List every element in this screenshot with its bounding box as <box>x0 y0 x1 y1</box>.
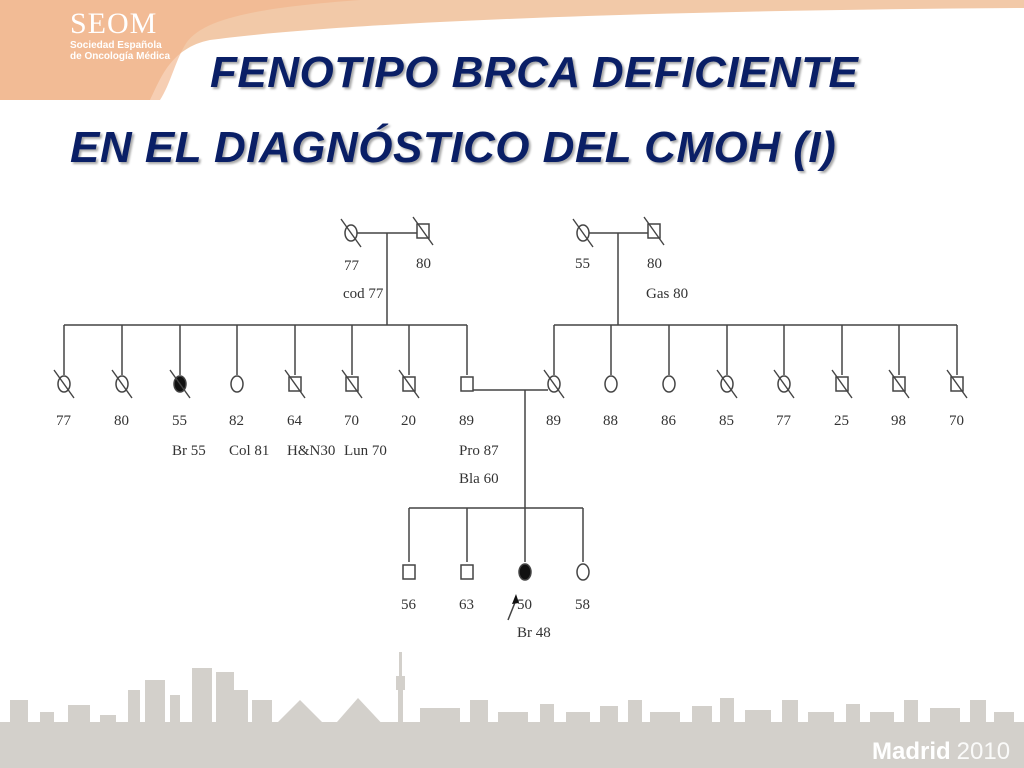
maternal-sibling-6-age: 25 <box>834 413 849 429</box>
footer-year: 2010 <box>956 738 1011 765</box>
maternal-sibling-2-age: 88 <box>603 413 618 429</box>
child-3-proband-arrowhead <box>512 594 519 604</box>
header-band <box>0 0 1024 100</box>
maternal-sibling-1-deceased-slash <box>543 369 565 399</box>
seom-logo: SEOM Sociedad Española de Oncología Médi… <box>70 7 171 63</box>
paternal-sibling-3-deceased-slash <box>169 369 191 399</box>
paternal-sibling-6-note: Lun 70 <box>344 443 387 459</box>
logo-line-1: Sociedad Española <box>70 40 162 51</box>
footer-city: Madrid <box>872 738 951 765</box>
paternal-sibling-5-deceased-slash <box>284 369 306 399</box>
slide-title-line-2: EN EL DIAGNÓSTICO DEL CMOH (I) <box>70 123 837 172</box>
maternal-sibling-7-deceased-slash <box>888 369 910 399</box>
paternal-sibling-4-circle <box>230 375 244 393</box>
logo-line-2: de Oncología Médica <box>70 51 171 62</box>
maternal-sibling-7-age: 98 <box>891 413 906 429</box>
maternal-grandfather-note: Gas 80 <box>646 286 688 302</box>
paternal-sibling-4-age: 82 <box>229 413 244 429</box>
maternal-sibling-5-deceased-slash <box>773 369 795 399</box>
paternal-sibling-8-age: 89 <box>459 413 474 429</box>
paternal-grandmother-deceased-slash <box>340 218 362 248</box>
maternal-sibling-3-age: 86 <box>661 413 677 429</box>
child-2-square <box>460 564 474 580</box>
child-1-square <box>402 564 416 580</box>
paternal-sibling-8-note-2: Bla 60 <box>459 471 499 487</box>
child-2-age: 63 <box>459 597 474 613</box>
paternal-grandfather-age: 80 <box>416 256 431 272</box>
child-3-circle <box>518 563 532 581</box>
paternal-sibling-5-age: 64 <box>287 413 303 429</box>
logo-main-text: SEOM <box>70 7 158 40</box>
paternal-grandmother-age: 77 <box>344 258 360 274</box>
paternal-sibling-1-age: 77 <box>56 413 72 429</box>
child-4-age: 58 <box>575 597 590 613</box>
child-3-note: Br 48 <box>517 625 551 641</box>
maternal-sibling-4-age: 85 <box>719 413 734 429</box>
paternal-sibling-1-deceased-slash <box>53 369 75 399</box>
slide-title-line-1: FENOTIPO BRCA DEFICIENTE <box>210 48 859 97</box>
paternal-sibling-4-note: Col 81 <box>229 443 269 459</box>
maternal-sibling-6-deceased-slash <box>831 369 853 399</box>
maternal-grandmother-age: 55 <box>575 256 590 272</box>
child-3-age: 50 <box>517 597 532 613</box>
paternal-grandmother-note: cod 77 <box>343 286 384 302</box>
paternal-sibling-7-age: 20 <box>401 413 416 429</box>
child-4-circle <box>576 563 590 581</box>
maternal-sibling-4-deceased-slash <box>716 369 738 399</box>
paternal-sibling-2-deceased-slash <box>111 369 133 399</box>
maternal-sibling-1-age: 89 <box>546 413 561 429</box>
paternal-grandfather-deceased-slash <box>412 216 434 246</box>
maternal-grandmother-deceased-slash <box>572 218 594 248</box>
child-1-age: 56 <box>401 597 417 613</box>
paternal-sibling-8-square <box>460 376 474 392</box>
paternal-sibling-6-age: 70 <box>344 413 359 429</box>
maternal-sibling-5-age: 77 <box>776 413 792 429</box>
paternal-sibling-3-age: 55 <box>172 413 187 429</box>
maternal-sibling-3-circle <box>662 375 676 393</box>
maternal-sibling-8-deceased-slash <box>946 369 968 399</box>
maternal-grandfather-deceased-slash <box>643 216 665 246</box>
maternal-sibling-2-circle <box>604 375 618 393</box>
paternal-sibling-5-note: H&N30 <box>287 443 335 459</box>
paternal-sibling-6-deceased-slash <box>341 369 363 399</box>
paternal-sibling-3-note: Br 55 <box>172 443 206 459</box>
maternal-grandfather-age: 80 <box>647 256 662 272</box>
paternal-sibling-7-deceased-slash <box>398 369 420 399</box>
paternal-sibling-2-age: 80 <box>114 413 129 429</box>
paternal-sibling-8-note: Pro 87 <box>459 443 499 459</box>
maternal-sibling-8-age: 70 <box>949 413 964 429</box>
